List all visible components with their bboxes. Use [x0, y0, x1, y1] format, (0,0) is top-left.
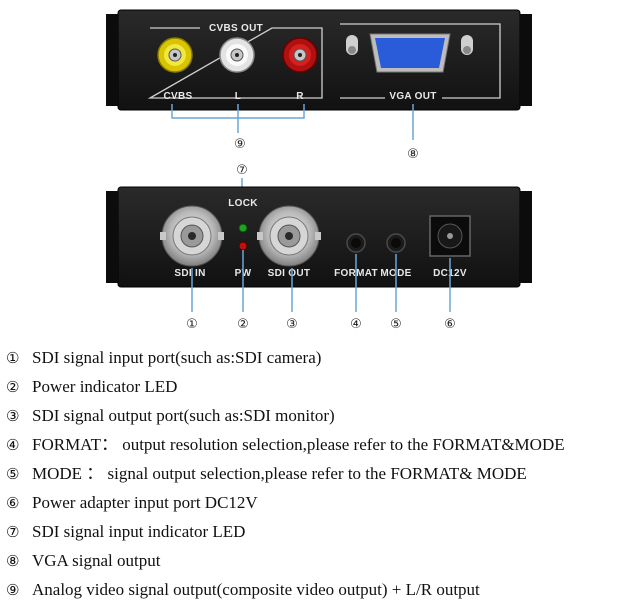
- rca-white-jack: [220, 38, 254, 72]
- sdi-out-label: SDI OUT: [268, 268, 311, 279]
- callout-3: ③: [286, 317, 298, 332]
- bottom-panel: LOCK PW SDI IN SDI OUT FORMAT MODE DC12V: [106, 187, 532, 287]
- callout-5: ⑤: [390, 317, 402, 332]
- format-button[interactable]: [347, 234, 365, 252]
- callout-4: ④: [350, 317, 362, 332]
- right-audio-label: R: [296, 91, 304, 102]
- mode-button[interactable]: [387, 234, 405, 252]
- lock-led: [239, 224, 247, 232]
- rca-red-jack: [283, 38, 317, 72]
- left-audio-label: L: [235, 91, 241, 102]
- cvbs-port-label: CVBS: [164, 91, 193, 102]
- device-diagram: CVBS OUT CVBS L R: [0, 0, 640, 340]
- callout-8: ⑧: [407, 104, 419, 162]
- power-led: [239, 242, 247, 250]
- lock-label: LOCK: [228, 198, 258, 209]
- vga-out-label: VGA OUT: [389, 91, 436, 102]
- callout-6: ⑥: [444, 317, 456, 332]
- svg-text:⑧: ⑧: [407, 147, 419, 162]
- svg-text:⑦: ⑦: [236, 163, 248, 178]
- callout-2: ②: [237, 317, 249, 332]
- dc12v-power-jack: [430, 216, 470, 256]
- callout-1: ①: [186, 317, 198, 332]
- cvbs-out-label: CVBS OUT: [209, 23, 263, 34]
- rca-yellow-jack: [158, 38, 192, 72]
- callout-9: ⑨: [172, 104, 304, 152]
- svg-text:⑨: ⑨: [234, 137, 246, 152]
- sdi-in-label: SDI IN: [174, 268, 205, 279]
- top-panel: CVBS OUT CVBS L R: [106, 10, 532, 110]
